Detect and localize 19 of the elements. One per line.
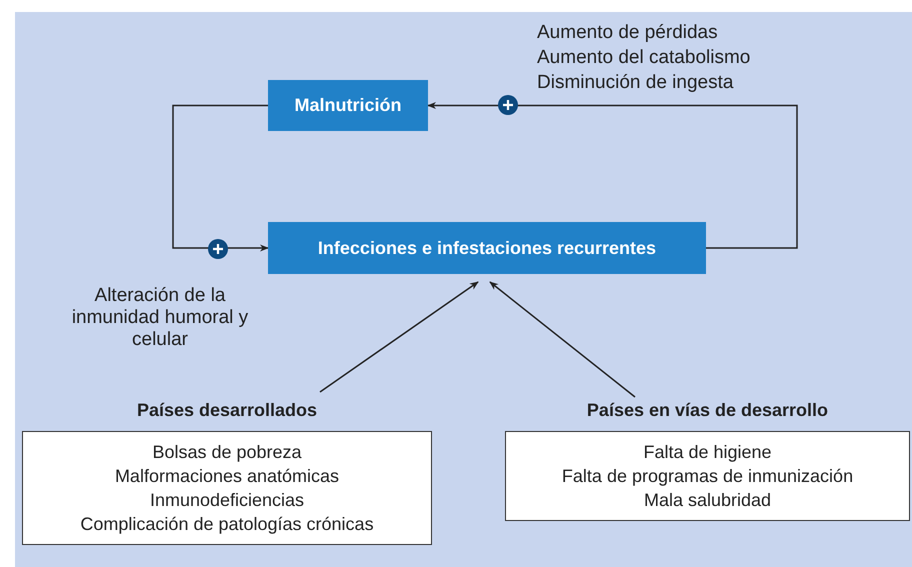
group-heading: Países en vías de desarrollo xyxy=(586,400,830,421)
annotation-text: Aumento de pérdidas xyxy=(537,22,718,44)
annotation-text: Aumento del catabolismo xyxy=(537,47,750,69)
list-item: Falta de higiene xyxy=(642,441,773,464)
list-item: Malformaciones anatómicas xyxy=(114,465,340,488)
process-box: Infecciones e infestaciones recurrentes xyxy=(268,222,706,274)
arrow xyxy=(320,281,479,393)
arrow xyxy=(489,281,636,398)
list-item: Falta de programas de inmunización xyxy=(560,465,854,488)
group-heading: Países desarrollados xyxy=(136,400,318,421)
arrow xyxy=(172,104,269,252)
arrow xyxy=(427,102,798,249)
list-item: Complicación de patologías crónicas xyxy=(79,513,375,536)
annotation-text: Alteración de la inmunidad humoral y celular xyxy=(70,285,250,351)
list-item: Mala salubridad xyxy=(642,489,772,512)
annotation-text: Disminución de ingesta xyxy=(537,72,734,94)
list-item: Inmunodeficiencias xyxy=(148,489,306,512)
list-item: Bolsas de pobreza xyxy=(151,441,303,464)
process-box: Malnutrición xyxy=(268,80,428,131)
